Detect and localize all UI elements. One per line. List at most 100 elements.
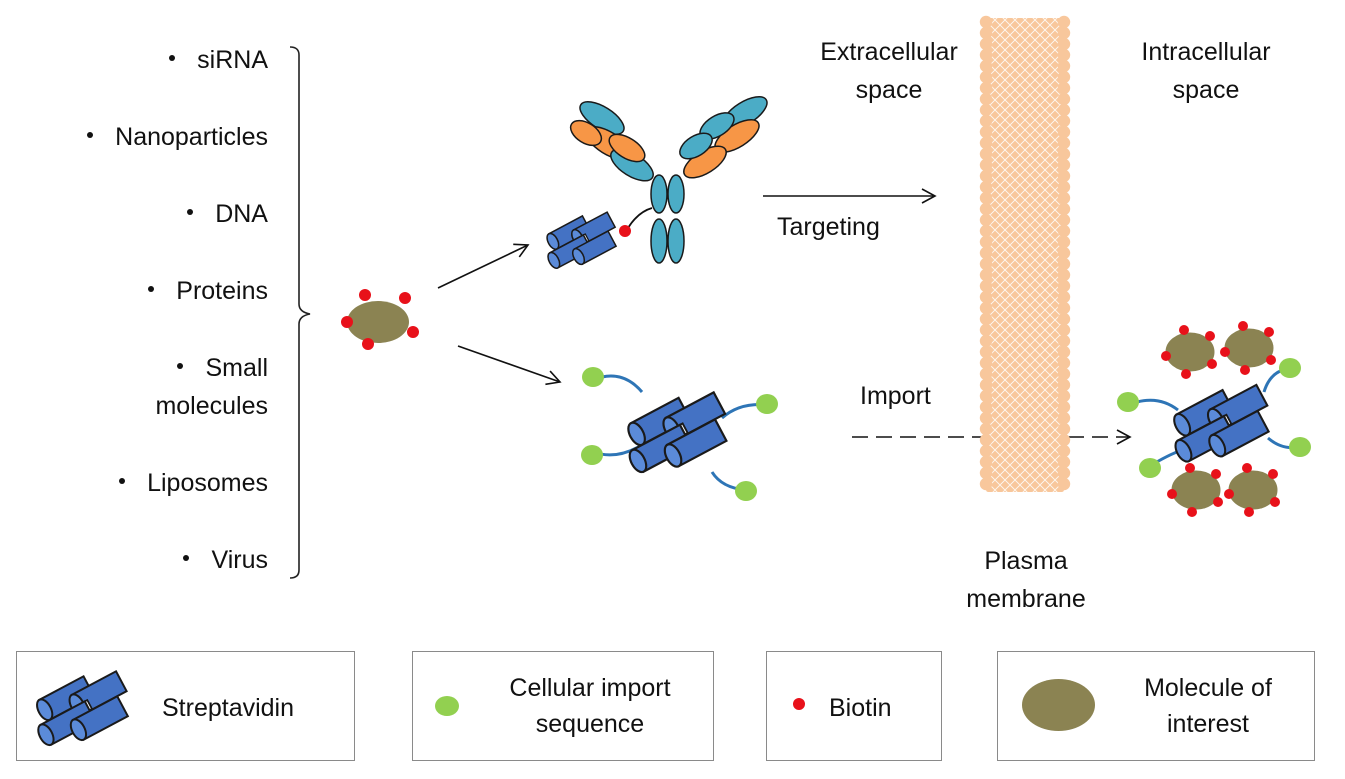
lipid-head bbox=[1057, 158, 1071, 172]
lipid-head bbox=[1057, 70, 1071, 84]
lipid-head bbox=[979, 334, 993, 348]
lipid-head bbox=[979, 466, 993, 480]
lipid-head bbox=[1057, 224, 1071, 238]
lipid-head bbox=[979, 345, 993, 359]
lipid-head bbox=[1057, 466, 1071, 480]
lipid-head bbox=[1057, 92, 1071, 106]
legend-import-line1: Cellular import bbox=[509, 674, 671, 702]
lipid-head bbox=[979, 400, 993, 414]
legend-molecule-line1: Molecule of bbox=[1144, 674, 1272, 702]
lipid-head bbox=[1057, 48, 1071, 62]
lipid-head bbox=[979, 356, 993, 370]
bullet-icon bbox=[183, 555, 190, 562]
molecule-icon bbox=[1022, 679, 1095, 731]
list-item-label: siRNA bbox=[197, 46, 268, 74]
lipid-head bbox=[1057, 477, 1071, 491]
lipid-head bbox=[1057, 367, 1071, 381]
legend-import-line2: sequence bbox=[535, 710, 645, 739]
lipid-head bbox=[1057, 356, 1071, 370]
lipid-head bbox=[1057, 290, 1071, 304]
plasma-membrane-label-line2: membrane bbox=[966, 585, 1086, 613]
lipid-head bbox=[979, 455, 993, 469]
plasma-membrane bbox=[979, 15, 1071, 492]
legend-biotin: Biotin bbox=[766, 651, 942, 761]
lipid-head bbox=[979, 257, 993, 271]
lipid-head bbox=[979, 411, 993, 425]
intracellular-complex-icon bbox=[1117, 320, 1311, 518]
legend-molecule-label: Molecule of interest bbox=[1108, 670, 1308, 743]
bullet-icon bbox=[87, 132, 94, 139]
membrane-lipid-heads bbox=[979, 15, 1071, 491]
lipid-head bbox=[979, 323, 993, 337]
lipid-head bbox=[1057, 15, 1071, 29]
lipid-head bbox=[979, 290, 993, 304]
lipid-head bbox=[979, 15, 993, 29]
biotin-link-dot bbox=[619, 225, 631, 237]
intracellular-label-line1: Intracellular bbox=[1141, 38, 1270, 66]
lipid-head bbox=[1057, 279, 1071, 293]
lipid-head bbox=[1057, 114, 1071, 128]
arrow-to-antibody bbox=[437, 243, 530, 289]
lipid-head bbox=[979, 103, 993, 117]
lipid-head bbox=[979, 59, 993, 73]
list-item-label: Liposomes bbox=[147, 469, 268, 497]
list-item-label: Nanoparticles bbox=[115, 123, 268, 151]
lipid-head bbox=[979, 114, 993, 128]
lipid-head bbox=[1057, 422, 1071, 436]
import-complex-icon bbox=[581, 367, 778, 501]
lipid-head bbox=[979, 422, 993, 436]
bullet-icon bbox=[119, 478, 126, 485]
lipid-head bbox=[979, 224, 993, 238]
lipid-head bbox=[979, 389, 993, 403]
lipid-head bbox=[979, 312, 993, 326]
bullet-icon bbox=[177, 363, 184, 370]
lipid-head bbox=[979, 70, 993, 84]
intracellular-label-line2: space bbox=[1173, 76, 1240, 104]
list-item-label: DNA bbox=[215, 200, 268, 228]
lipid-head bbox=[1057, 125, 1071, 139]
lipid-head bbox=[1057, 37, 1071, 51]
lipid-head bbox=[1057, 312, 1071, 326]
legend-streptavidin: Streptavidin bbox=[16, 651, 355, 761]
lipid-head bbox=[1057, 444, 1071, 458]
lipid-head bbox=[979, 213, 993, 227]
extracellular-label-line1: Extracellular bbox=[820, 38, 958, 66]
bullet-icon bbox=[148, 286, 155, 293]
lipid-head bbox=[979, 477, 993, 491]
lipid-head bbox=[1057, 301, 1071, 315]
arrow-to-import-complex bbox=[457, 345, 562, 386]
list-item-liposomes: Liposomes bbox=[119, 465, 268, 503]
lipid-head bbox=[979, 92, 993, 106]
lipid-head bbox=[1057, 59, 1071, 73]
lipid-head bbox=[1057, 81, 1071, 95]
lipid-head bbox=[1057, 235, 1071, 249]
lipid-head bbox=[1057, 455, 1071, 469]
lipid-head bbox=[1057, 103, 1071, 117]
antibody-icon bbox=[569, 96, 768, 264]
extracellular-label-line2: space bbox=[856, 76, 923, 104]
import-sequence-icon bbox=[435, 696, 459, 716]
lipid-head bbox=[1057, 213, 1071, 227]
legend-import-sequence-label: Cellular import sequence bbox=[475, 670, 705, 743]
lipid-head bbox=[1057, 26, 1071, 40]
targeting-label: Targeting bbox=[777, 213, 880, 241]
bullet-icon bbox=[187, 209, 194, 216]
lipid-head bbox=[1057, 323, 1071, 337]
list-item-label: Small molecules bbox=[155, 354, 268, 420]
legend-molecule-line2: interest bbox=[1167, 710, 1249, 739]
molecule-of-interest-icon bbox=[341, 289, 419, 350]
lipid-head bbox=[979, 444, 993, 458]
lipid-head bbox=[1057, 378, 1071, 392]
list-item-virus: Virus bbox=[183, 542, 268, 580]
lipid-head bbox=[1057, 191, 1071, 205]
lipid-head bbox=[979, 26, 993, 40]
lipid-head bbox=[1057, 411, 1071, 425]
list-item-label: Proteins bbox=[176, 277, 268, 305]
bullet-icon bbox=[169, 55, 176, 62]
lipid-head bbox=[979, 235, 993, 249]
lipid-head bbox=[1057, 202, 1071, 216]
streptavidin-icon bbox=[25, 652, 145, 760]
lipid-head bbox=[979, 136, 993, 150]
lipid-head bbox=[1057, 268, 1071, 282]
